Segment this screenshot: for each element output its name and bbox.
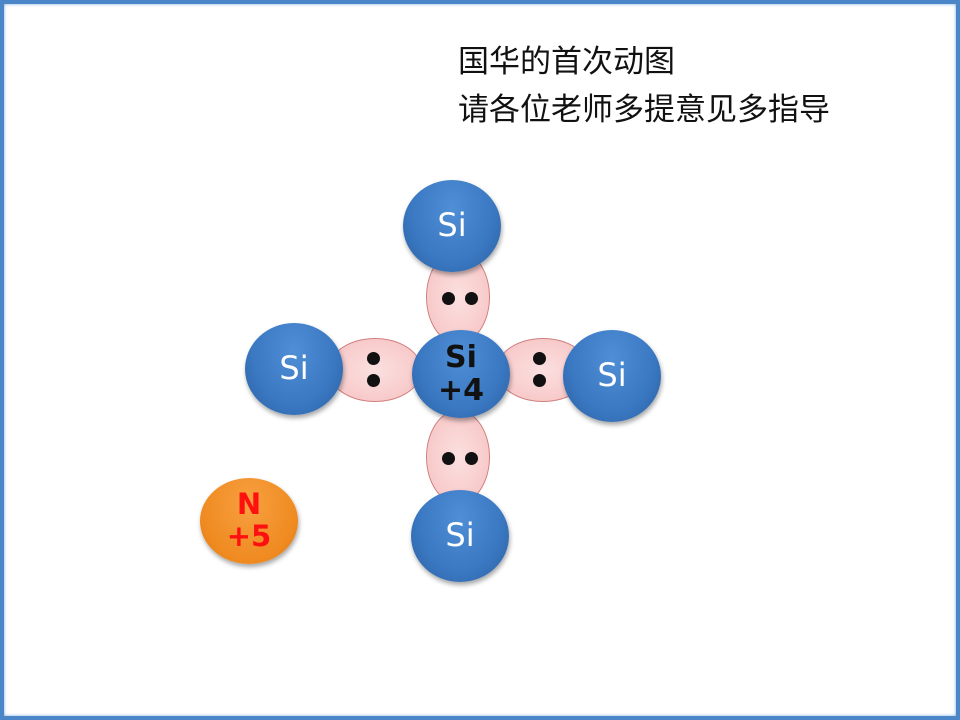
title-line-2: 请各位老师多提意见多指导 bbox=[458, 92, 830, 128]
si-atom-right: Si bbox=[563, 330, 661, 422]
atom-label: Si bbox=[445, 516, 475, 555]
electron bbox=[465, 452, 478, 465]
electron bbox=[367, 352, 380, 365]
si-atom-top: Si bbox=[403, 180, 501, 272]
electron bbox=[367, 374, 380, 387]
atom-label: Si bbox=[279, 349, 309, 388]
electron bbox=[442, 452, 455, 465]
atom-charge: +5 bbox=[226, 519, 272, 553]
atom-symbol: N bbox=[236, 487, 262, 522]
atom-charge: +4 bbox=[437, 373, 484, 408]
n-dopant-atom: N +5 bbox=[200, 478, 298, 564]
atom-label: Si bbox=[597, 356, 627, 395]
electron bbox=[442, 292, 455, 305]
electron bbox=[533, 352, 546, 365]
si-atom-center: Si +4 bbox=[412, 330, 510, 418]
electron bbox=[533, 374, 546, 387]
si-atom-left: Si bbox=[245, 323, 343, 415]
si-atom-bottom: Si bbox=[411, 490, 509, 582]
atom-symbol: Si bbox=[445, 340, 477, 375]
atom-label: Si bbox=[437, 206, 467, 245]
title-line-1: 国华的首次动图 bbox=[458, 44, 675, 80]
bond-bottom bbox=[426, 410, 490, 504]
electron bbox=[465, 292, 478, 305]
